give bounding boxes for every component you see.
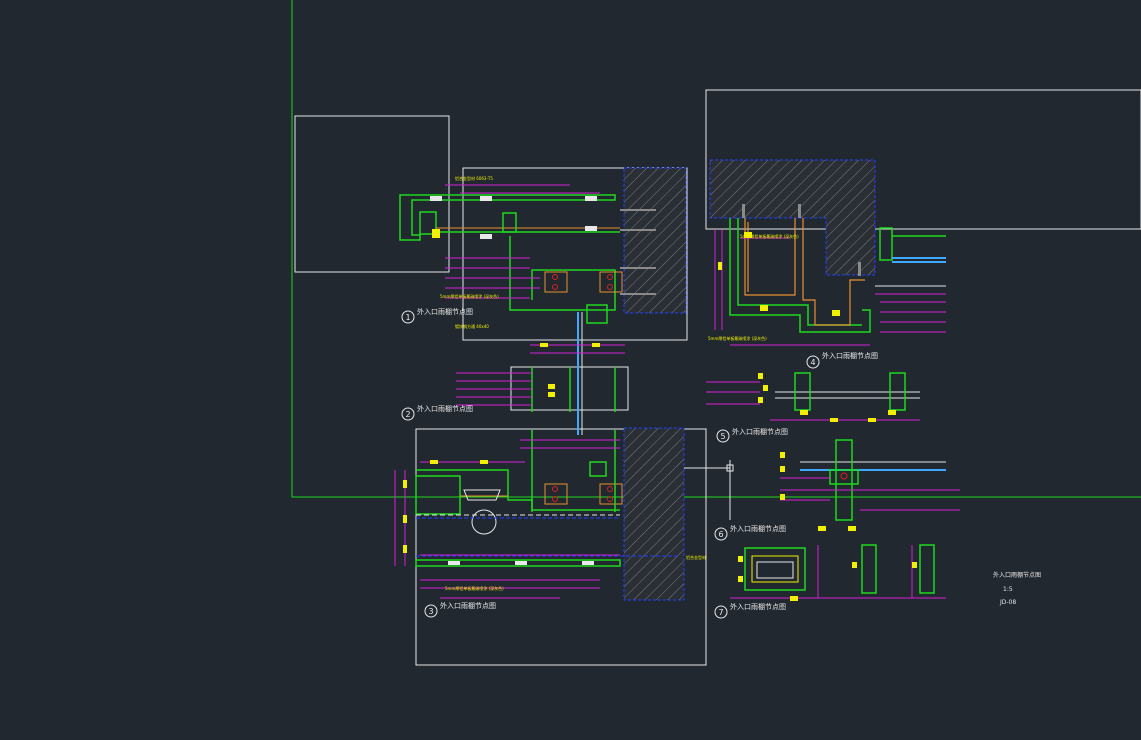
detail-5-geometry [706, 372, 920, 422]
svg-text:外入口雨棚节点图: 外入口雨棚节点图 [417, 404, 473, 413]
frame-upper-right [705, 89, 1141, 230]
detail-4-geometry [714, 204, 946, 346]
svg-text:2: 2 [405, 410, 410, 419]
svg-text:外入口雨棚节点图: 外入口雨棚节点图 [732, 427, 788, 436]
note-2: 5mm厚铝单板氟碳喷涂 (深灰色) [440, 293, 499, 299]
detail-1-geometry [399, 184, 656, 435]
title-block-sheet: JD-08 [999, 599, 1016, 606]
title-block-name: 外入口雨棚节点图 [993, 571, 1041, 579]
wall-hatch-4 [709, 159, 876, 276]
note-6: 铝合金型材 [686, 554, 706, 560]
frame-detail-3 [415, 428, 707, 666]
svg-text:5: 5 [720, 432, 725, 441]
sheet-frames [291, 0, 1141, 666]
title-block-scale: 1:5 [1003, 586, 1013, 593]
detail-label-4: 4 外入口雨棚节点图 [806, 351, 878, 369]
detail-label-2: 2 外入口雨棚节点图 [401, 404, 473, 421]
frame-detail-1 [462, 167, 688, 341]
note-4: 5mm厚铝单板氟碳喷涂 (深灰色) [740, 233, 799, 239]
svg-text:1: 1 [405, 313, 410, 322]
note-5: 5mm厚铝单板氟碳喷涂 (深灰色) [708, 335, 767, 341]
note-1: 铝合金型材 6063-T5 [455, 175, 493, 181]
detail-2-geometry [456, 367, 616, 412]
wall-hatch-1 [623, 167, 687, 314]
svg-text:4: 4 [810, 358, 815, 367]
detail-3-geometry [394, 430, 734, 599]
frame-left-small [294, 115, 450, 273]
title-block: 外入口雨棚节点图 1:5 JD-08 [993, 571, 1041, 606]
svg-text:7: 7 [718, 608, 723, 617]
detail-label-1: 1 外入口雨棚节点图 [401, 307, 473, 324]
svg-text:外入口雨棚节点图: 外入口雨棚节点图 [730, 602, 786, 611]
detail-labels: 1 外入口雨棚节点图 2 外入口雨棚节点图 3 外入口雨棚节点图 4 外入口雨棚… [401, 307, 878, 619]
detail-label-6: 6 外入口雨棚节点图 [714, 524, 786, 541]
wall-hatches [623, 159, 876, 601]
svg-text:外入口雨棚节点图: 外入口雨棚节点图 [730, 524, 786, 533]
wall-hatch-3 [623, 427, 685, 601]
svg-text:3: 3 [428, 607, 433, 616]
annotation-notes: 铝合金型材 6063-T5 5mm厚铝单板氟碳喷涂 (深灰色) 镀锌钢方通 40… [440, 175, 799, 591]
svg-text:6: 6 [718, 530, 723, 539]
svg-text:外入口雨棚节点图: 外入口雨棚节点图 [417, 307, 473, 316]
detail-label-5: 5 外入口雨棚节点图 [716, 427, 788, 443]
svg-text:外入口雨棚节点图: 外入口雨棚节点图 [440, 601, 496, 610]
green-viewport-frame [291, 0, 1141, 498]
note-3: 镀锌钢方通 40x40 [455, 323, 489, 329]
detail-7-geometry [730, 544, 946, 601]
detail-6-geometry [780, 439, 960, 531]
detail-label-7: 7 外入口雨棚节点图 [714, 602, 786, 619]
detail-label-3: 3 外入口雨棚节点图 [424, 601, 496, 618]
note-7: 5mm厚铝单板氟碳喷涂 (深灰色) [445, 585, 504, 591]
svg-text:外入口雨棚节点图: 外入口雨棚节点图 [822, 351, 878, 360]
